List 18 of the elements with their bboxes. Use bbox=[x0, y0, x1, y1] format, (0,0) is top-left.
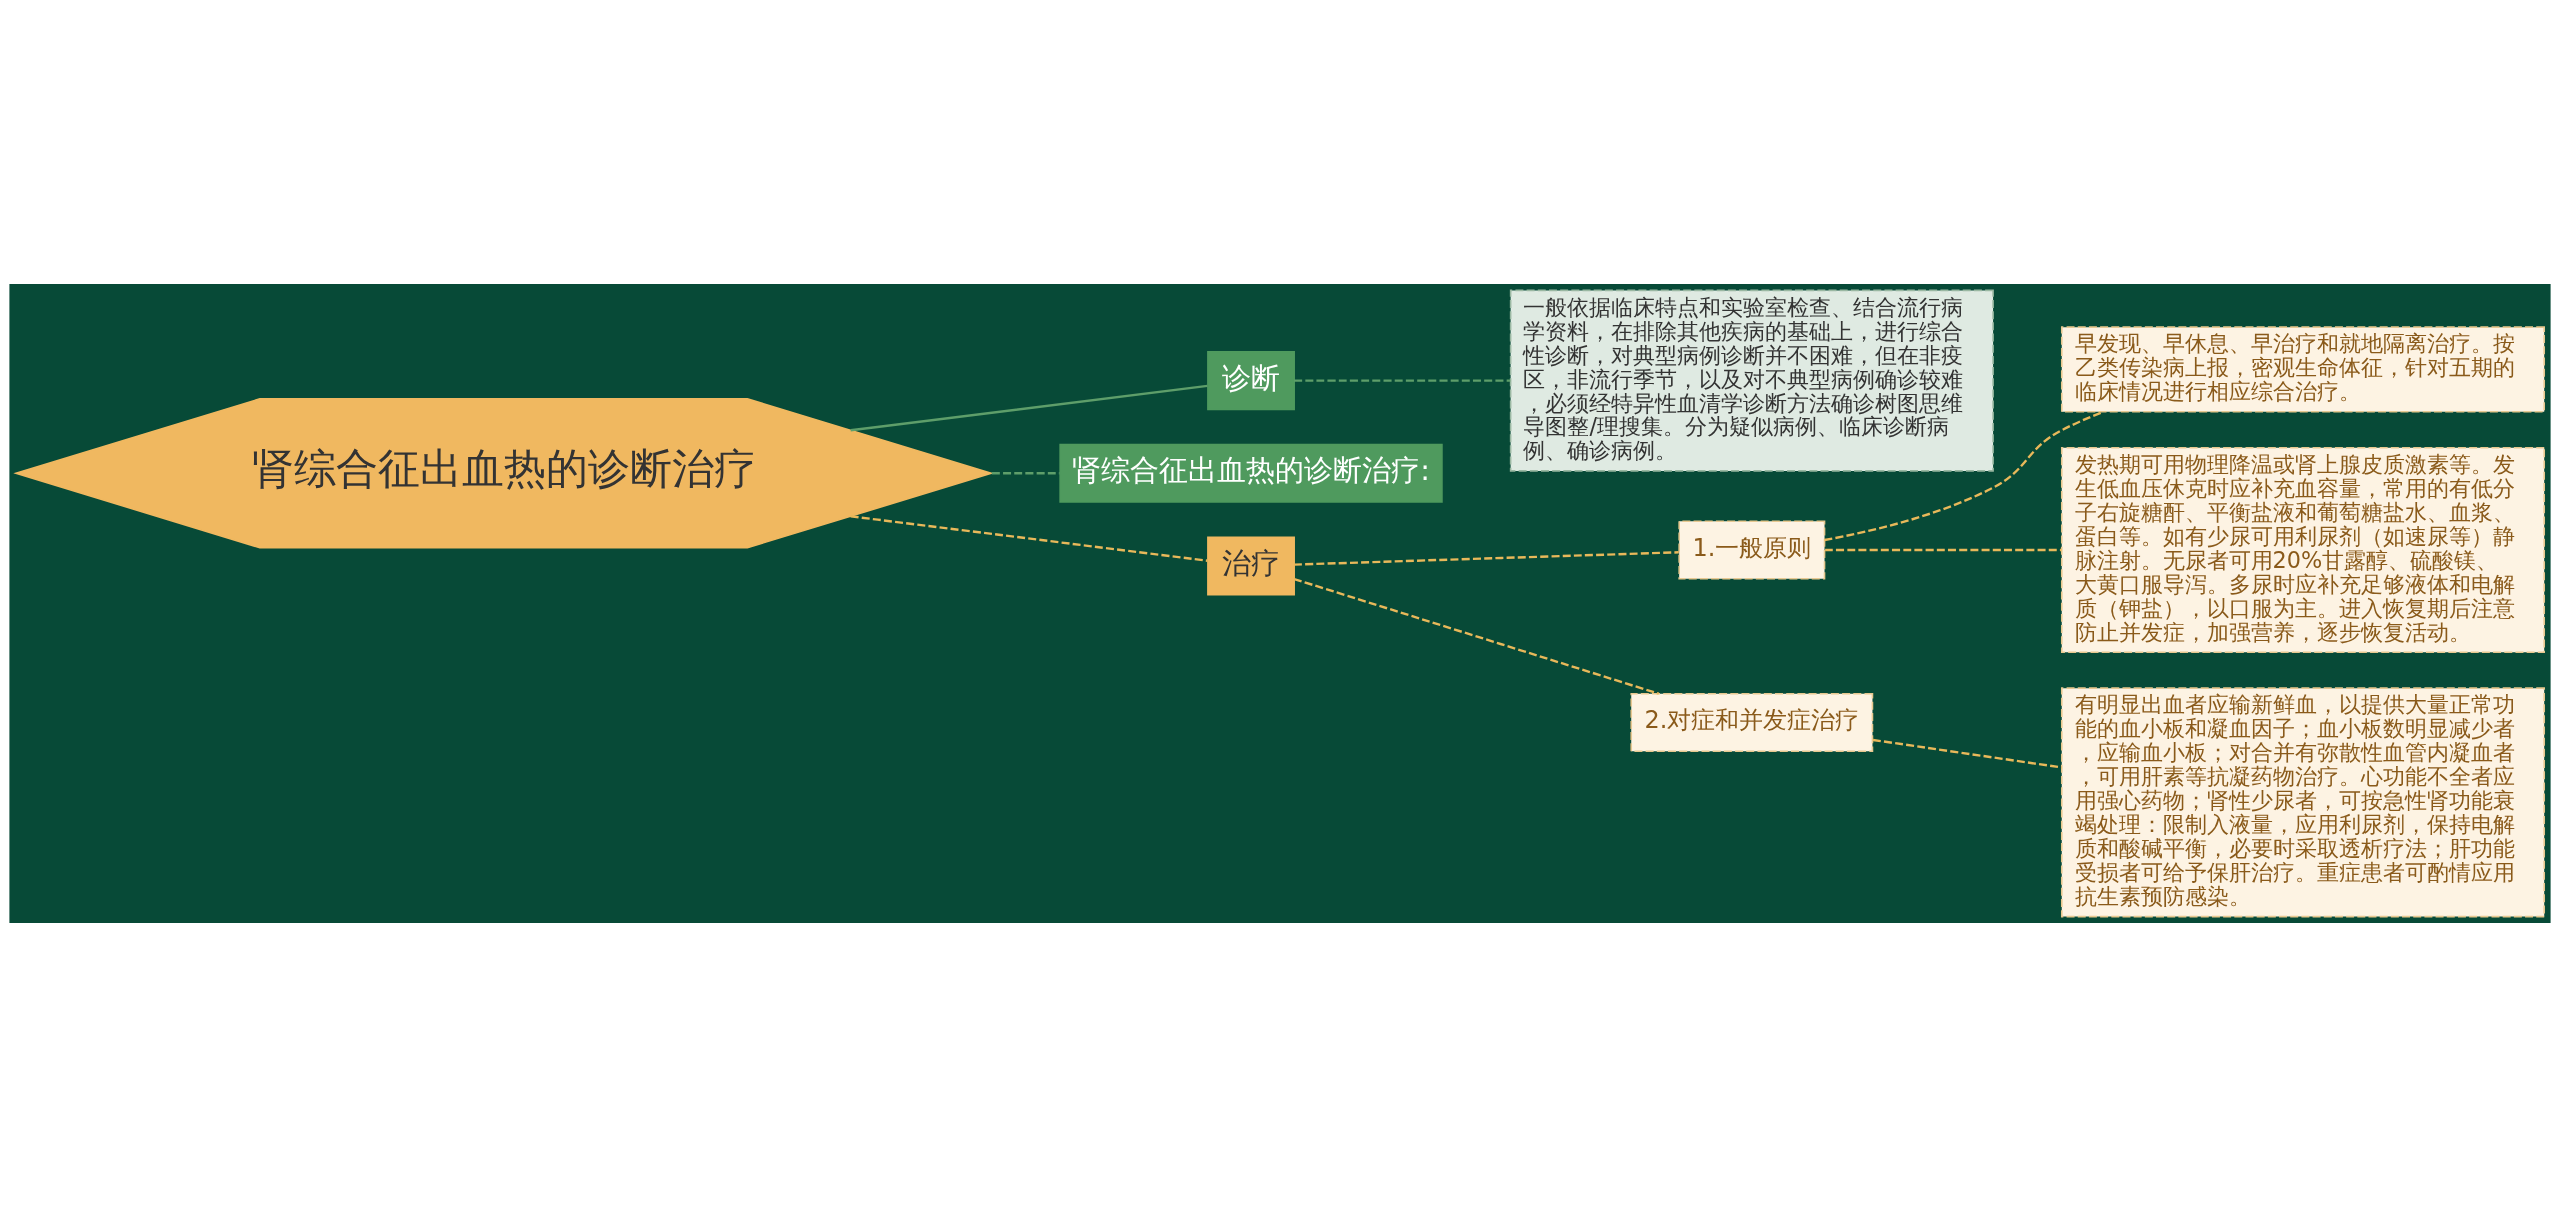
node-box: 肾综合征出血热的诊断治疗: bbox=[1059, 443, 1443, 503]
connector bbox=[1294, 379, 1511, 382]
node-box: 1.一般原则 bbox=[1678, 520, 1826, 580]
node-box: 2.对症和并发症治疗 bbox=[1630, 692, 1874, 753]
connector bbox=[1825, 548, 2062, 552]
connector bbox=[991, 472, 1060, 475]
connector bbox=[850, 384, 1208, 432]
node-box: 发热期可用物理降温或肾上腺皮质激素等。发生低血压休克时应补充血容量，常用的有低分子右旋糖酐、平衡盐液和葡萄糖盐水、血浆、蛋白等。如有少尿可用利尿剂（如速尿等）静脉注射。无尿者可用20%甘露醇、硫酸镁、大黄口服导泻。多尿时应补充足够液体和电解质（钾盐），以口服为主。进入恢复期后注意防止并发症，加强营养，逐步恢复活动。 bbox=[2060, 446, 2545, 653]
connector bbox=[1294, 551, 1679, 566]
node-box: 诊断 bbox=[1207, 351, 1295, 411]
connector bbox=[1872, 738, 2062, 769]
connector bbox=[1293, 577, 1660, 695]
node-box: 有明显出血者应输新鲜血，以提供大量正常功能的血小板和凝血因子；血小板数明显减少者，应输血小板；对合并有弥散性血管内凝血者，可用肝素等抗凝药物治疗。心功能不全者应用强心药物；肾性少尿者，可按急性肾功能衰竭处理：限制入液量，应用利尿剂，保持电解质和酸碱平衡，必要时采取透析疗法；肝功能受损者可给予保肝治疗。重症患者可酌情应用抗生素预防感染。 bbox=[2060, 687, 2545, 918]
connector bbox=[850, 515, 1208, 562]
connector bbox=[1824, 410, 2104, 542]
node-box: 早发现、早休息、早治疗和就地隔离治疗。按乙类传染病上报，密观生命体征，针对五期的临床情况进行相应综合治疗。 bbox=[2060, 326, 2545, 413]
node-box: 一般依据临床特点和实验室检查、结合流行病学资料，在排除其他疾病的基础上，进行综合性诊断，对典型病例诊断并不困难，但在非疫区，非流行季节，以及对不典型病例确诊较难，必须经特异性血清学诊断方法确诊树图思维导图整/理搜集。分为疑似病例、临床诊断病例、确诊病例。 bbox=[1509, 289, 1994, 472]
node-box: 治疗 bbox=[1207, 536, 1295, 596]
